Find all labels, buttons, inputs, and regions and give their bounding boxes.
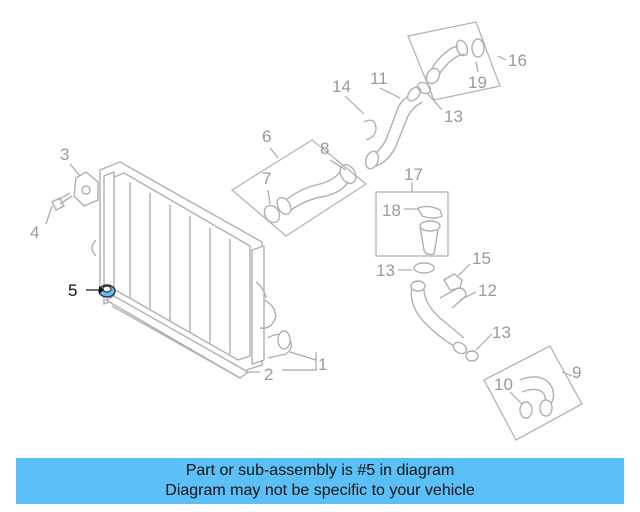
hose-group-16: [407, 21, 501, 101]
hose-group-6: [230, 139, 368, 237]
callout-15: 15: [472, 249, 491, 268]
callout-18: 18: [382, 201, 401, 220]
leader-lines: [45, 55, 573, 405]
callout-13-top: 13: [444, 107, 463, 126]
callout-14: 14: [332, 77, 351, 96]
outlet-stub: [267, 330, 293, 359]
callout-5: 5: [68, 281, 77, 300]
callout-3: 3: [60, 145, 69, 164]
parts-diagram: 1 2 3 4 5 6 7 8 9 10 11 12 13 13 13 14 1…: [30, 21, 583, 441]
callout-1: 1: [318, 355, 327, 374]
bracket-part-3: [73, 171, 99, 207]
pipe-part-11: [363, 86, 423, 170]
callout-9: 9: [572, 363, 581, 382]
hose-group-9: [483, 345, 583, 441]
grommet-part-5: [98, 284, 116, 298]
callout-17: 17: [404, 165, 423, 184]
callout-8: 8: [320, 139, 329, 158]
pipe-part-12: [410, 262, 479, 362]
callout-12: 12: [478, 281, 497, 300]
callout-10: 10: [494, 375, 513, 394]
callout-2: 2: [264, 365, 273, 384]
callout-7: 7: [262, 169, 271, 188]
callout-6: 6: [262, 127, 271, 146]
bolt-part-4: [51, 192, 73, 211]
banner-line-1: Part or sub-assembly is #5 in diagram: [185, 462, 455, 479]
callout-13-low: 13: [492, 323, 511, 342]
callout-11: 11: [370, 69, 388, 88]
callout-16: 16: [508, 51, 527, 70]
callout-19: 19: [468, 73, 487, 92]
info-banner: Part or sub-assembly is #5 in diagram Di…: [16, 458, 624, 504]
callout-labels: 1 2 3 4 5 6 7 8 9 10 11 12 13 13 13 14 1…: [30, 51, 581, 394]
callout-4: 4: [30, 223, 39, 242]
banner-line-2: Diagram may not be specific to your vehi…: [165, 482, 475, 499]
callout-13-mid: 13: [376, 261, 395, 280]
